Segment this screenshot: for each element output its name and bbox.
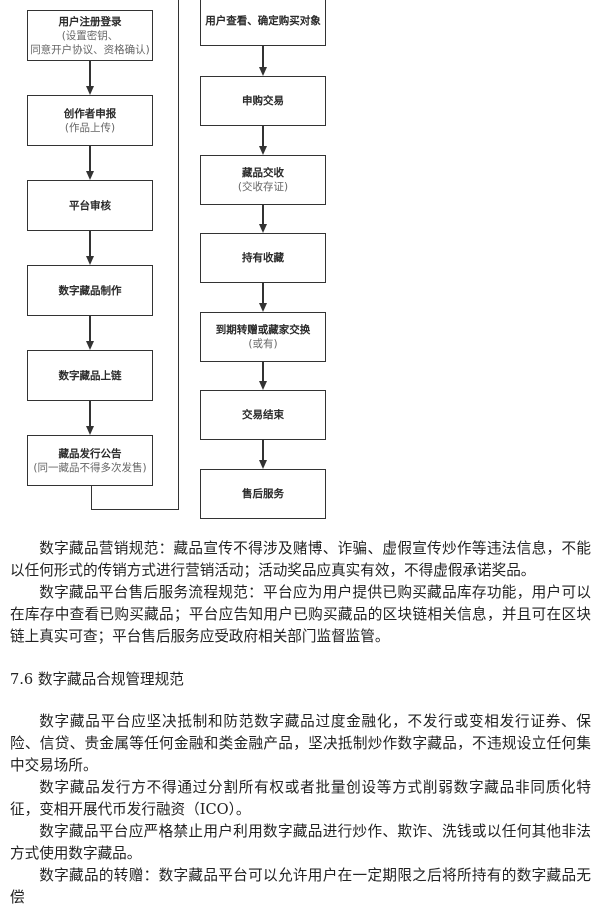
paragraph-after-sales: 数字藏品平台售后服务流程规范：平台应为用户提供已购买藏品库存功能，用户可以在库存… [10, 584, 591, 645]
arrow-head-icon [259, 460, 267, 469]
arrow-head-icon [86, 426, 94, 435]
connector-line [89, 61, 91, 87]
flow-step: 创作者申报(作品上传) [27, 95, 153, 146]
document-body: 数字藏品营销规范：藏品宣传不得涉及赌博、诈骗、虚假宣传炒作等违法信息，不能以任何… [10, 538, 591, 909]
flow-step-note: (作品上传) [64, 121, 116, 134]
flowchart: 用户注册登录(设置密钥、同意开户协议、资格确认) 创作者申报(作品上传) 平台审核数… [27, 0, 326, 519]
flow-step-note: (或有) [248, 338, 278, 350]
connector-line [262, 126, 264, 147]
connector-line [91, 508, 179, 510]
flow-step: 用户查看、确定购买对象 [200, 0, 326, 46]
paragraph-marketing: 数字藏品营销规范：藏品宣传不得涉及赌博、诈骗、虚假宣传炒作等违法信息，不能以任何… [10, 540, 591, 579]
flow-step: 藏品发行公告(同一藏品不得多次发售) [27, 435, 153, 486]
flow-step-title: 持有收藏 [242, 252, 284, 264]
connector-line [89, 401, 91, 427]
flow-step-title: 平台审核 [69, 199, 111, 212]
connector-line [89, 231, 91, 257]
connector-line [262, 362, 264, 382]
connector-line [262, 205, 264, 225]
flow-step-title: 数字藏品上链 [58, 369, 122, 382]
flow-step: 交易结束 [200, 390, 326, 440]
flow-step: 数字藏品制作 [27, 265, 153, 316]
flow-step: 持有收藏 [200, 233, 326, 283]
flow-step: 藏品交收 (交收存证) [200, 155, 326, 205]
arrow-head-icon [86, 256, 94, 265]
arrow-head-icon [259, 224, 267, 233]
paragraph-ico: 数字藏品发行方不得通过分割所有权或者批量创设等方式削弱数字藏品非同质化特征，变相… [10, 779, 591, 818]
arrow-head-icon [259, 146, 267, 155]
flow-step-title: 藏品交收 [242, 167, 284, 179]
arrow-head-icon [259, 303, 267, 312]
connector-line [262, 283, 264, 304]
flow-step: 数字藏品上链 [27, 350, 153, 401]
flow-step-title: 用户查看、确定购买对象 [205, 15, 321, 27]
flow-step-title: 藏品发行公告 [58, 447, 122, 460]
arrow-head-icon [86, 341, 94, 350]
flow-step-title: 用户注册登录 [58, 15, 122, 28]
arrow-head-icon [259, 381, 267, 390]
flow-step-note: (交收存证) [237, 181, 289, 193]
flow-step: 到期转赠或藏家交换 (或有) [200, 312, 326, 362]
connector-line [177, 0, 179, 510]
connector-line [262, 46, 264, 68]
arrow-head-icon [86, 171, 94, 180]
paragraph-transfer: 数字藏品的转赠：数字藏品平台可以允许用户在一定期限之后将所持有的数字藏品无偿 [10, 867, 591, 906]
connector-line [90, 486, 92, 510]
flow-step-note: (同一藏品不得多次发售) [33, 461, 147, 474]
connector-line [262, 440, 264, 461]
flow-step-note: (设置密钥、 [61, 29, 119, 42]
flow-step: 用户注册登录(设置密钥、同意开户协议、资格确认) [27, 10, 153, 61]
arrow-head-icon [86, 86, 94, 95]
section-heading: 7.6 数字藏品合规管理规范 [10, 671, 184, 688]
flow-step-title: 数字藏品制作 [58, 284, 122, 297]
connector-line [89, 146, 91, 172]
flow-step: 申购交易 [200, 76, 326, 126]
paragraph-anti-financialization: 数字藏品平台应坚决抵制和防范数字藏品过度金融化，不发行或变相发行证券、保险、信贷… [10, 713, 591, 774]
arrow-head-icon [259, 67, 267, 76]
flow-step-note: 同意开户协议、资格确认) [30, 43, 150, 56]
paragraph-prohibition: 数字藏品平台应严格禁止用户利用数字藏品进行炒作、欺诈、洗钱或以任何其他非法方式使… [10, 823, 591, 862]
flow-step: 平台审核 [27, 180, 153, 231]
flow-step-title: 申购交易 [242, 95, 284, 107]
flow-step: 售后服务 [200, 469, 326, 519]
flow-step-title: 售后服务 [242, 488, 284, 500]
flow-step-title: 创作者申报 [63, 107, 117, 120]
connector-line [89, 316, 91, 342]
flow-step-title: 交易结束 [242, 409, 284, 421]
flow-step-title: 到期转赠或藏家交换 [215, 324, 311, 336]
